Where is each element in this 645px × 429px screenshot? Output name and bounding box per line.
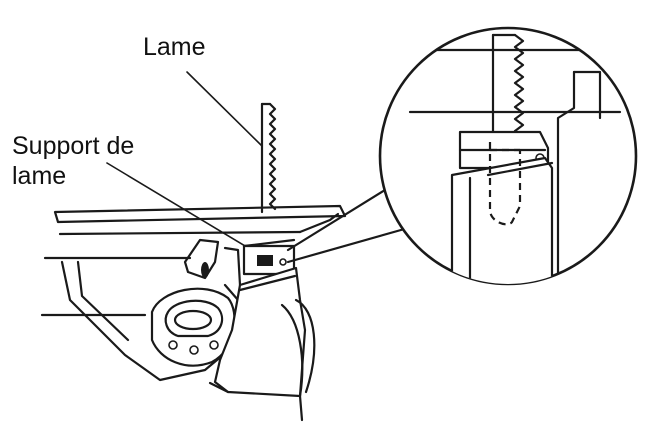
blade (260, 102, 277, 214)
tool-body (40, 204, 347, 422)
magnified-detail (378, 26, 638, 286)
magnifier-connector-top (286, 188, 387, 252)
label-blade-holder-line1: Support de (12, 132, 134, 160)
label-blade-holder-line2: lame (12, 162, 66, 190)
label-blade: Lame (143, 33, 206, 61)
magnifier-connector-bottom (286, 226, 410, 264)
leader-line-blade (186, 71, 263, 147)
